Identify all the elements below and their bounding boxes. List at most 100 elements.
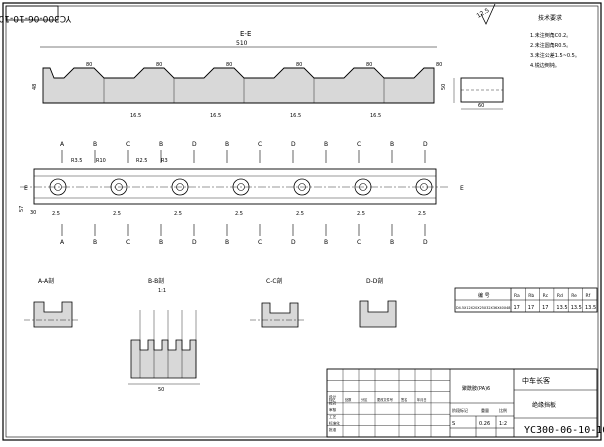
bb-width-dim: 50 — [158, 387, 164, 393]
scale-label: 比例 — [499, 407, 507, 413]
section-letter-bottom: B — [225, 239, 229, 246]
pitch-label: 80 — [86, 62, 92, 68]
hole-inner — [176, 183, 184, 191]
table-cell: 13.5 — [556, 305, 567, 311]
hole-inner — [115, 183, 123, 191]
table-cell: 13.5 — [585, 305, 596, 311]
tech-req-item: 4.锐边倒钝。 — [530, 62, 560, 69]
title-role: 审核 — [329, 407, 337, 412]
table-header: 编 号 — [478, 292, 490, 299]
hole-inner — [420, 183, 428, 191]
hole — [354, 178, 372, 196]
section-letter-top: B — [93, 141, 97, 148]
section-letter-top: B — [324, 141, 328, 148]
plan-outline — [33, 168, 437, 205]
section-bb-label: B-B剖 — [148, 277, 164, 285]
left-small-dim2: 57 — [19, 206, 25, 212]
table-col-header: Ra — [514, 293, 520, 299]
section-e-left: E — [24, 185, 28, 192]
title-row-header: 处数 — [345, 397, 352, 402]
material: 聚酰胺(PA)6 — [462, 385, 490, 392]
segment-label: 16.5 — [130, 113, 141, 119]
company-name: 中车长客 — [522, 376, 550, 385]
title-row-header: 标记 — [329, 397, 336, 402]
table-row-label: D4.5X12X20X25X32X36X40X48 — [456, 306, 510, 310]
r-label: R3 — [161, 158, 168, 164]
height-right-dim: 50 — [441, 84, 447, 90]
hole — [415, 178, 433, 196]
spacing-label: 2.5 — [52, 211, 60, 217]
hole — [293, 178, 311, 196]
title-block: 设计校对审核工艺标准化批准标记处数分区更改文件号签名年月日 中车长客 聚酰胺(P… — [326, 368, 604, 438]
section-letter-bottom: D — [423, 239, 428, 246]
section-letter-top: B — [225, 141, 229, 148]
segment-label: 16.5 — [210, 113, 221, 119]
title-role: 批准 — [329, 427, 337, 432]
title-role: 标准化 — [329, 420, 340, 425]
table-col-header: Re — [571, 293, 577, 299]
section-bb-view: B-B剖 1:1 50 — [128, 277, 200, 393]
section-letter-top: A — [60, 141, 65, 148]
hole — [49, 178, 67, 196]
section-letter-top: C — [258, 141, 262, 148]
scale-value: 1:2 — [499, 421, 507, 427]
spacing-label: 2.5 — [357, 211, 365, 217]
section-e-right: E — [460, 185, 464, 192]
weight-label: 重量 — [481, 407, 489, 413]
tech-req-item: 1.未注倒角C0.2。 — [530, 32, 571, 39]
rotated-number-box — [5, 5, 59, 21]
table-cell: 17 — [514, 305, 520, 311]
pitch-label: 80 — [366, 62, 372, 68]
r-label: R10 — [96, 158, 106, 164]
spacing-label: 2.5 — [418, 211, 426, 217]
table-cell: 17 — [528, 305, 534, 311]
hole — [232, 178, 250, 196]
section-cc-label: C-C剖 — [266, 277, 283, 285]
title-role: 设计 — [329, 394, 337, 399]
overall-length-dim: 510 — [236, 40, 248, 47]
ee-profile — [42, 67, 435, 104]
hole-inner — [359, 183, 367, 191]
table-col-header: Rc — [543, 293, 549, 299]
title-role: 校对 — [329, 401, 337, 406]
hole-inner — [298, 183, 306, 191]
sheet-border — [2, 2, 602, 441]
section-letter-top: D — [423, 141, 428, 148]
segment-label: 16.5 — [290, 113, 301, 119]
surface-finish-symbol: 12.5 — [476, 3, 496, 25]
rotated-drawing-number: YC300-06-10-101 — [0, 13, 72, 23]
section-dd-view: D-D剖 — [359, 277, 397, 328]
section-letter-top: B — [390, 141, 394, 148]
table-cell: 17 — [542, 305, 548, 311]
section-letter-bottom: B — [159, 239, 163, 246]
sheet-label: S — [452, 421, 455, 427]
spacing-label: 2.5 — [235, 211, 243, 217]
section-letter-bottom: B — [93, 239, 97, 246]
drawing-number: YC300-06-10-101 — [524, 425, 604, 436]
pitch-label: 80 — [226, 62, 232, 68]
hole — [171, 178, 189, 196]
section-letter-bottom: C — [126, 239, 130, 246]
title-row-header: 更改文件号 — [377, 397, 393, 402]
tech-req-item: 3.未注公差1.5~0.5。 — [530, 52, 580, 59]
stage-label: 阶段标记 — [452, 407, 468, 413]
section-cc-view: C-C剖 — [250, 277, 306, 328]
height-left-dim: 48 — [32, 84, 38, 90]
pitch-label: 80 — [436, 62, 442, 68]
hole — [110, 178, 128, 196]
spacing-label: 2.5 — [113, 211, 121, 217]
tech-requirements: 技术要求 1.未注倒角C0.2。 2.未注圆角R0.5。 3.未注公差1.5~0… — [530, 14, 580, 69]
inner-border — [5, 5, 599, 438]
section-letter-bottom: B — [390, 239, 394, 246]
section-letter-bottom: D — [291, 239, 296, 246]
tech-req-item: 2.未注圆角R0.5。 — [530, 42, 571, 49]
side-view: 60 — [460, 77, 504, 110]
pitch-label: 80 — [296, 62, 302, 68]
section-letter-top: B — [159, 141, 163, 148]
r-label: R3.5 — [71, 158, 82, 164]
spacing-label: 2.5 — [174, 211, 182, 217]
part-name: 绝缘挡板 — [532, 401, 556, 409]
title-row-header: 签名 — [401, 397, 407, 402]
section-letter-bottom: B — [324, 239, 328, 246]
segment-label: 16.5 — [370, 113, 381, 119]
